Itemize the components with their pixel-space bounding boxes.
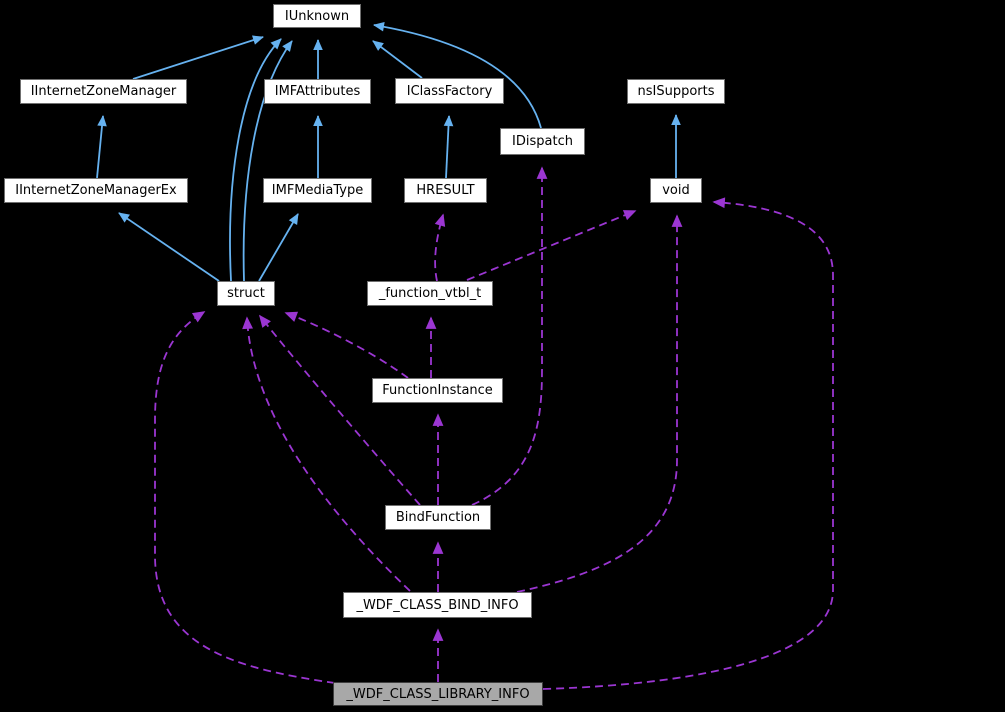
node-nsisupports[interactable]: nsISupports <box>627 79 725 104</box>
node-void[interactable]: void <box>650 178 702 203</box>
node-struct[interactable]: struct <box>217 281 275 306</box>
node-functioninstance[interactable]: FunctionInstance <box>372 378 503 403</box>
edge-iinternetzonemanagerex-iinternetzonemanager <box>96 115 107 179</box>
edge-struct-imfmediatype <box>258 213 299 282</box>
edge-iclassfactory-iunknown <box>372 40 423 79</box>
edge-bindinfo-void <box>516 214 683 593</box>
node-bindfunction[interactable]: BindFunction <box>385 505 491 530</box>
edge-struct-iinternetzonemanagerex <box>118 212 220 282</box>
node-iinternetzonemanager[interactable]: IInternetZoneManager <box>20 79 187 104</box>
edge-bindfunction-struct <box>259 314 421 506</box>
node-wdf-class-library-info: _WDF_CLASS_LIBRARY_INFO <box>333 682 543 706</box>
node-imfattributes[interactable]: IMFAttributes <box>264 79 371 104</box>
edge-idispatch-iunknown <box>373 21 542 129</box>
node-hresult[interactable]: HRESULT <box>404 178 487 203</box>
edge-bindinfo-struct <box>242 316 411 592</box>
node-function-vtbl-t[interactable]: _function_vtbl_t <box>367 281 493 306</box>
node-wdf-class-bind-info[interactable]: _WDF_CLASS_BIND_INFO <box>343 592 532 618</box>
edge-functioninstance-struct <box>284 311 409 379</box>
node-idispatch[interactable]: IDispatch <box>500 128 585 155</box>
node-iclassfactory[interactable]: IClassFactory <box>395 78 504 104</box>
edge-functionvtbl-hresult <box>434 213 446 282</box>
edge-libraryinfo-struct <box>154 311 336 684</box>
node-iunknown[interactable]: IUnknown <box>273 4 361 28</box>
edge-iinternetzonemanager-iunknown <box>132 35 264 80</box>
edge-struct-iunknown-1 <box>229 38 282 282</box>
node-imfmediatype[interactable]: IMFMediaType <box>263 178 372 203</box>
edge-libraryinfo-void <box>542 197 834 690</box>
node-iinternetzonemanagerex[interactable]: IInternetZoneManagerEx <box>4 178 188 203</box>
edge-bindfunction-idispatch <box>471 166 548 506</box>
edge-hresult-iclassfactory <box>443 115 454 179</box>
edge-functionvtbl-void <box>466 210 637 281</box>
edge-struct-iunknown-2 <box>242 40 293 282</box>
